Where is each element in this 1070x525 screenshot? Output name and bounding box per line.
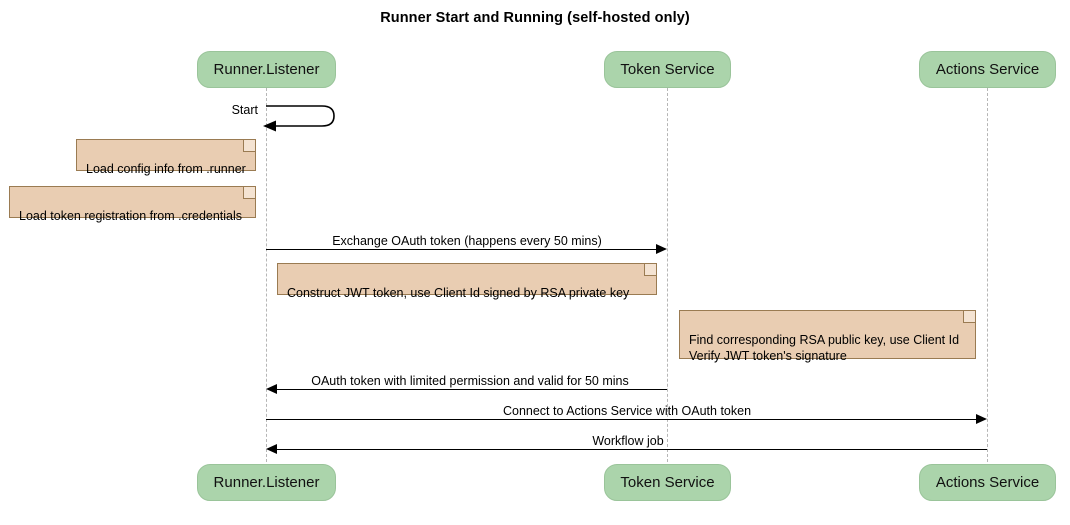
participant-actions-service-bottom[interactable]: Actions Service — [919, 464, 1056, 501]
note-fold-corner-icon — [243, 187, 255, 199]
message-line-connect-to-actions-service[interactable] — [266, 419, 976, 420]
note-load-token-registration: Load token registration from .credential… — [9, 186, 256, 223]
self-loop-path — [263, 105, 335, 132]
participant-label: Token Service — [620, 61, 715, 78]
participant-actions-service-top[interactable]: Actions Service — [919, 51, 1056, 88]
note-fold-corner-icon — [243, 140, 255, 152]
participant-label: Actions Service — [935, 474, 1040, 491]
participant-label: Runner.Listener — [213, 61, 320, 78]
participant-token-service-bottom[interactable]: Token Service — [604, 464, 731, 501]
message-line-exchange-oauth-token[interactable] — [266, 249, 656, 250]
message-label-workflow-job: Workflow job — [592, 434, 664, 448]
note-text: Load config info from .runner — [86, 162, 246, 176]
message-start-self-loop[interactable] — [260, 98, 345, 139]
participant-runner-listener-top[interactable]: Runner.Listener — [197, 51, 336, 88]
note-text: Construct JWT token, use Client Id signe… — [287, 286, 630, 300]
note-load-config-info: Load config info from .runner — [76, 139, 256, 176]
lifeline-actions-service — [987, 88, 988, 462]
participant-label: Actions Service — [935, 61, 1040, 78]
participant-label: Runner.Listener — [213, 474, 320, 491]
message-label-oauth-token-returned: OAuth token with limited permission and … — [311, 374, 629, 388]
note-fold-corner-icon — [644, 264, 656, 276]
participant-label: Token Service — [620, 474, 715, 491]
arrow-head-exchange-oauth-token — [656, 243, 667, 254]
participant-token-service-top[interactable]: Token Service — [604, 51, 731, 88]
participant-runner-listener-bottom[interactable]: Runner.Listener — [197, 464, 336, 501]
note-text: Find corresponding RSA public key, use C… — [689, 333, 960, 363]
message-line-workflow-job[interactable] — [277, 449, 987, 450]
message-label-start: Start — [231, 103, 258, 117]
arrow-head-oauth-token-returned — [266, 383, 277, 394]
page-title: Runner Start and Running (self-hosted on… — [380, 10, 690, 26]
note-fold-corner-icon — [963, 311, 975, 323]
note-text: Load token registration from .credential… — [19, 209, 243, 223]
note-verify-jwt-signature: Find corresponding RSA public key, use C… — [679, 310, 976, 363]
note-construct-jwt-token: Construct JWT token, use Client Id signe… — [277, 263, 657, 300]
arrow-head-connect-to-actions-service — [976, 413, 987, 424]
message-line-oauth-token-returned[interactable] — [277, 389, 667, 390]
message-label-exchange-oauth-token: Exchange OAuth token (happens every 50 m… — [332, 234, 602, 248]
message-label-connect-to-actions-service: Connect to Actions Service with OAuth to… — [502, 404, 752, 418]
lifeline-token-service — [667, 88, 668, 462]
lifeline-runner-listener — [266, 88, 267, 462]
arrow-head-workflow-job — [266, 443, 277, 454]
